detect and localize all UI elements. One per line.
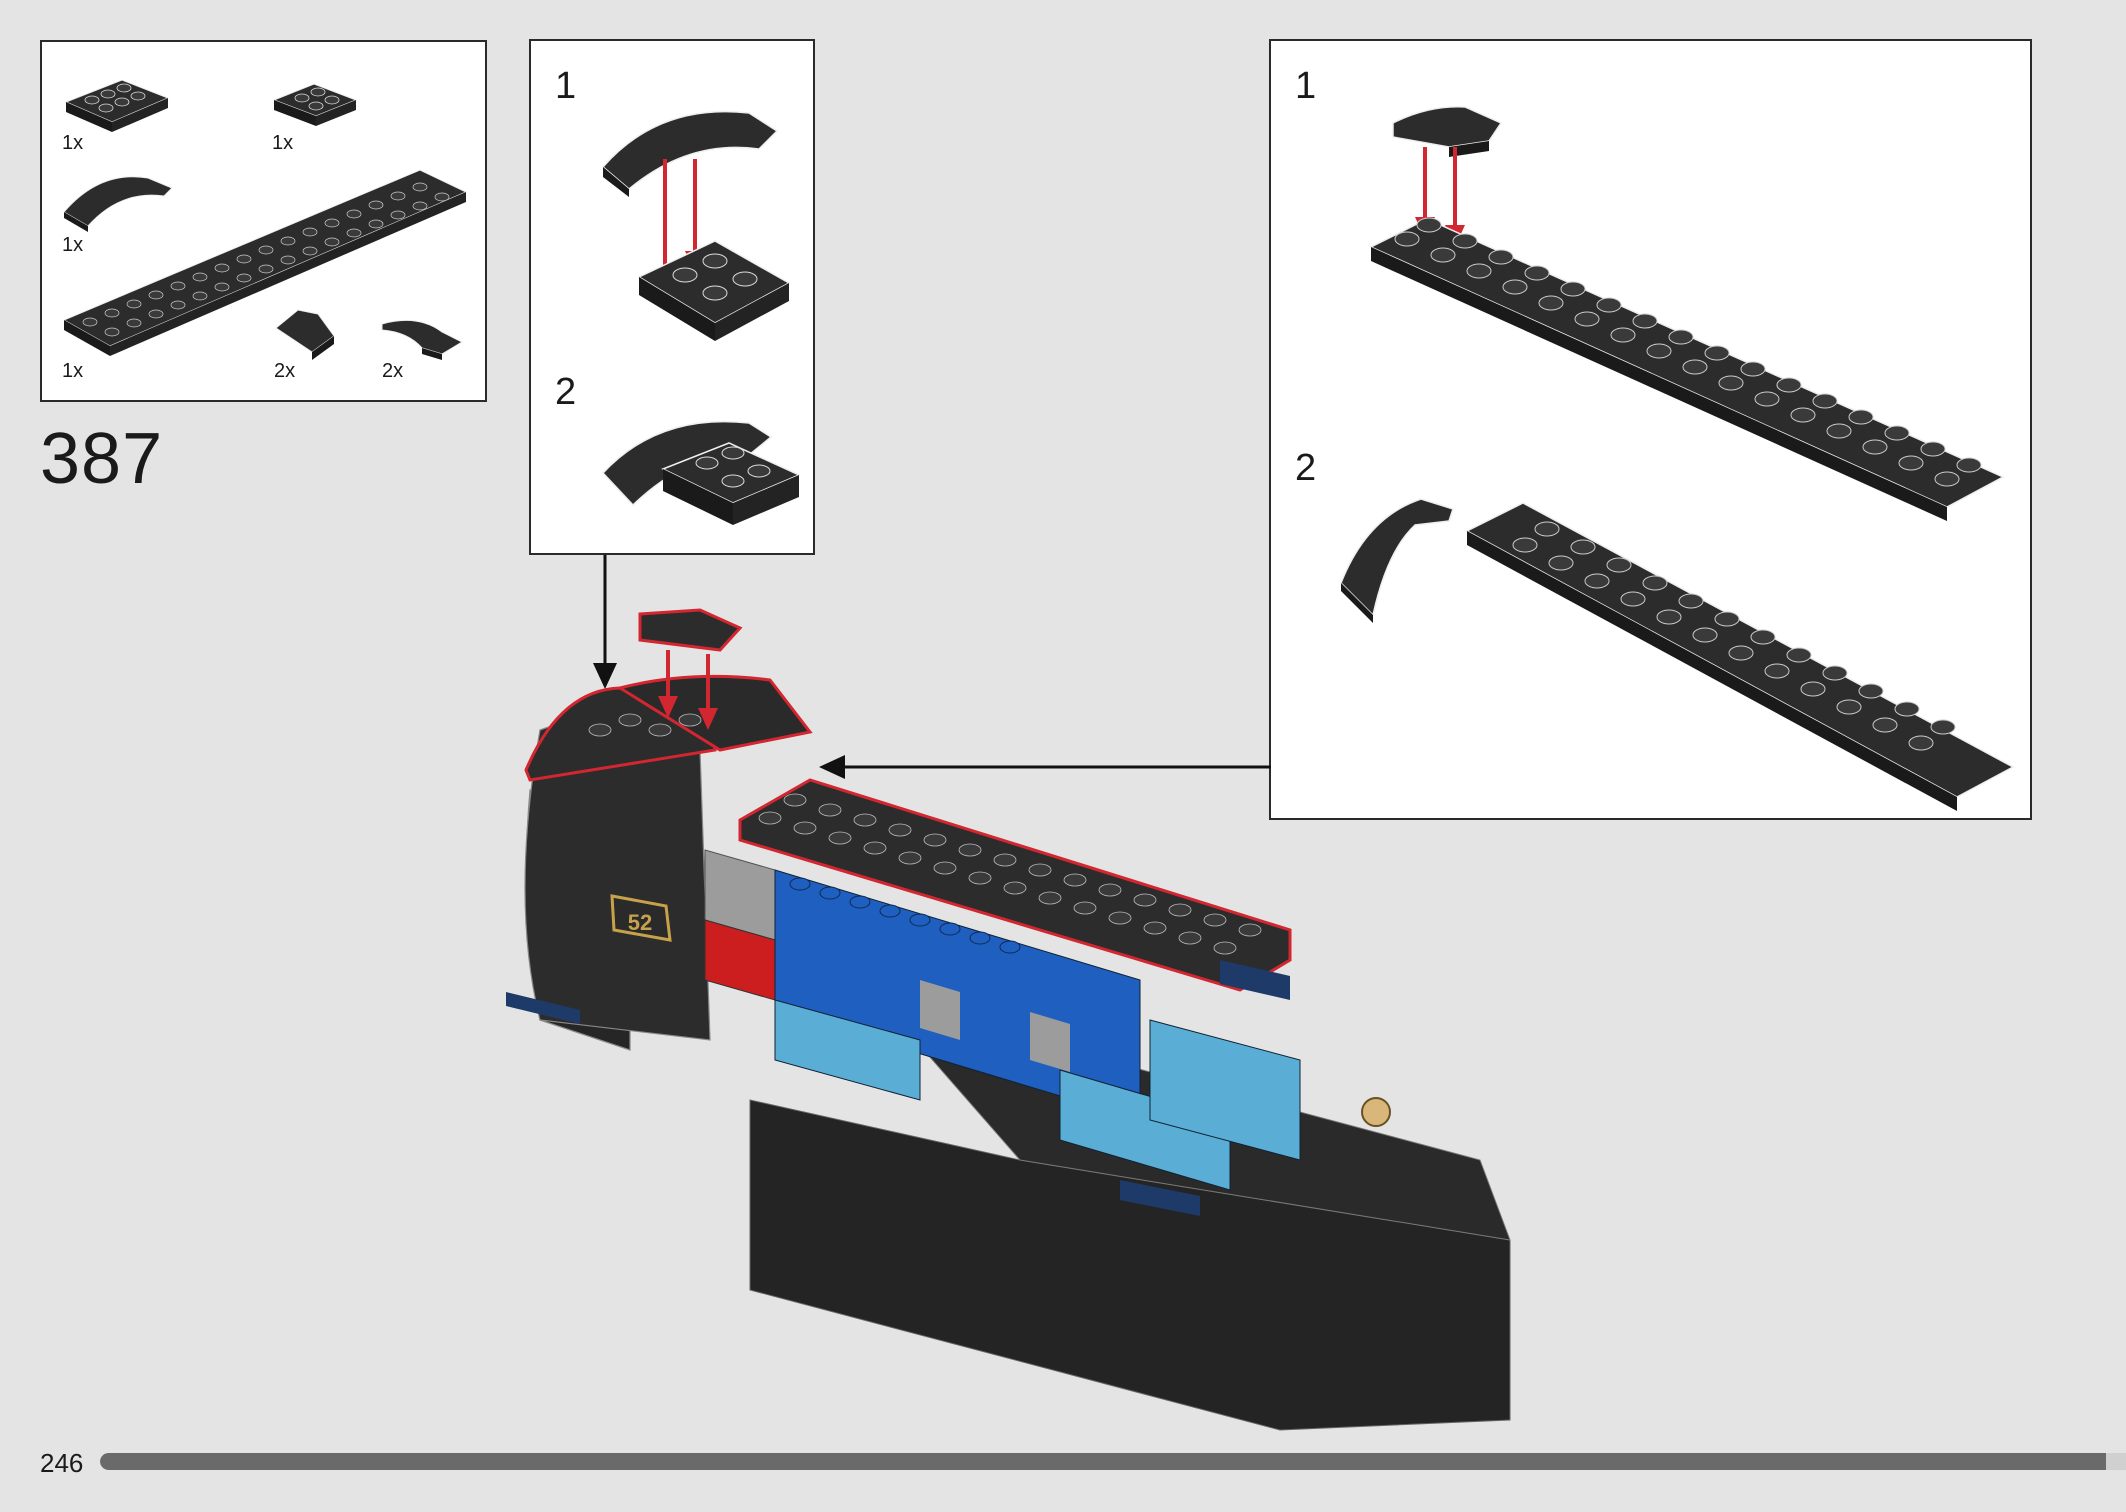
parts-qty: 2x <box>382 360 404 382</box>
number-plate-text: 52 <box>628 910 652 935</box>
substep-number: 1 <box>1295 65 1317 107</box>
plate-2x16-icon <box>62 169 468 356</box>
subassembly-panel-right: 1 2 <box>1269 39 2032 820</box>
parts-qty: 1x <box>272 132 294 154</box>
subassembly-panel-left: 1 2 <box>529 39 815 555</box>
step-number: 387 <box>40 419 164 499</box>
progress-bar <box>100 1453 2126 1470</box>
substep-number: 1 <box>555 65 577 107</box>
plate-2x2-icon <box>637 240 791 341</box>
model-dark-blue-plate <box>506 992 580 1024</box>
assembled-subpart-icon <box>601 420 801 525</box>
parts-list-panel: 1x 1x 1x 1x 2x <box>40 40 487 402</box>
curved-slope-small-icon <box>381 319 464 360</box>
parts-qty: 1x <box>62 360 84 382</box>
callout-arrow-left <box>819 755 1271 779</box>
plate-2x2-icon <box>272 83 358 126</box>
number-plate: 52 <box>610 894 672 942</box>
page-number: 246 <box>40 1448 84 1478</box>
model-light-blue-bricks <box>774 999 921 1101</box>
parts-qty: 2x <box>274 360 296 382</box>
curved-slope-small-icon <box>1392 106 1503 157</box>
curved-slope-icon <box>601 110 779 197</box>
model-gauge-dial <box>1361 1097 1391 1127</box>
substep-number: 2 <box>555 371 577 413</box>
model-floating-slope <box>638 608 743 652</box>
parts-qty: 1x <box>62 234 84 256</box>
progress-bar-fill <box>100 1453 2106 1470</box>
assembled-subpart-icon <box>1340 498 2015 811</box>
plate-2x16-icon <box>1369 217 2005 521</box>
slope-small-icon <box>275 309 335 360</box>
curved-slope-icon <box>63 176 173 232</box>
plate-2x3-icon <box>64 79 170 132</box>
substep-number: 2 <box>1295 447 1317 489</box>
parts-qty: 1x <box>62 132 84 154</box>
locomotive-model: 52 <box>506 608 1511 1431</box>
callout-arrow-down <box>593 555 617 689</box>
